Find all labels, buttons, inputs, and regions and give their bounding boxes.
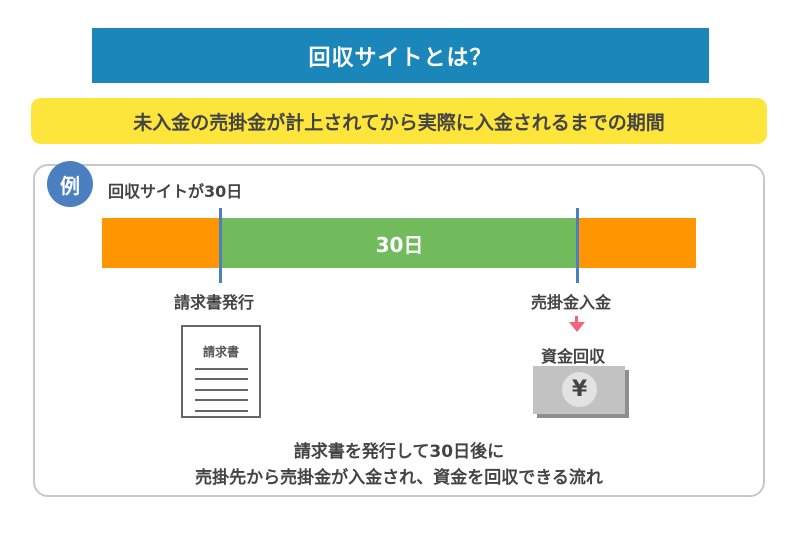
invoice-line	[195, 399, 248, 401]
timeline-before-segment	[102, 218, 221, 268]
page-title: 回収サイトとは？	[92, 28, 709, 83]
example-panel	[33, 164, 765, 497]
yen-icon: ¥	[562, 372, 597, 407]
timeline-period-segment: 30日	[221, 218, 578, 268]
invoice-line	[195, 389, 248, 391]
example-label: 回収サイトが30日	[108, 182, 243, 201]
start-event-label: 請求書発行	[174, 293, 255, 312]
timeline-after-segment	[578, 218, 696, 268]
end-event-label: 売掛金入金	[531, 293, 612, 312]
invoice-icon: 請求書	[181, 325, 261, 418]
summary-line-2: 売掛先から売掛金が入金され、資金を回収できる流れ	[195, 468, 603, 488]
invoice-line	[195, 368, 248, 370]
start-marker	[219, 208, 222, 283]
collection-label: 資金回収	[541, 347, 606, 366]
arrow-down-icon-head	[569, 322, 585, 332]
arrow-down-icon	[575, 316, 578, 324]
example-badge: 例	[47, 161, 93, 207]
summary-line-1: 請求書を発行して30日後に	[293, 442, 505, 462]
invoice-line	[195, 410, 248, 412]
banknote-icon: ¥	[533, 366, 625, 414]
definition-banner: 未入金の売掛金が計上されてから実際に入金されるまでの期間	[31, 98, 767, 144]
period-label: 30日	[375, 232, 424, 257]
invoice-title: 請求書	[202, 345, 239, 359]
invoice-line	[195, 378, 248, 380]
end-marker	[576, 208, 579, 283]
